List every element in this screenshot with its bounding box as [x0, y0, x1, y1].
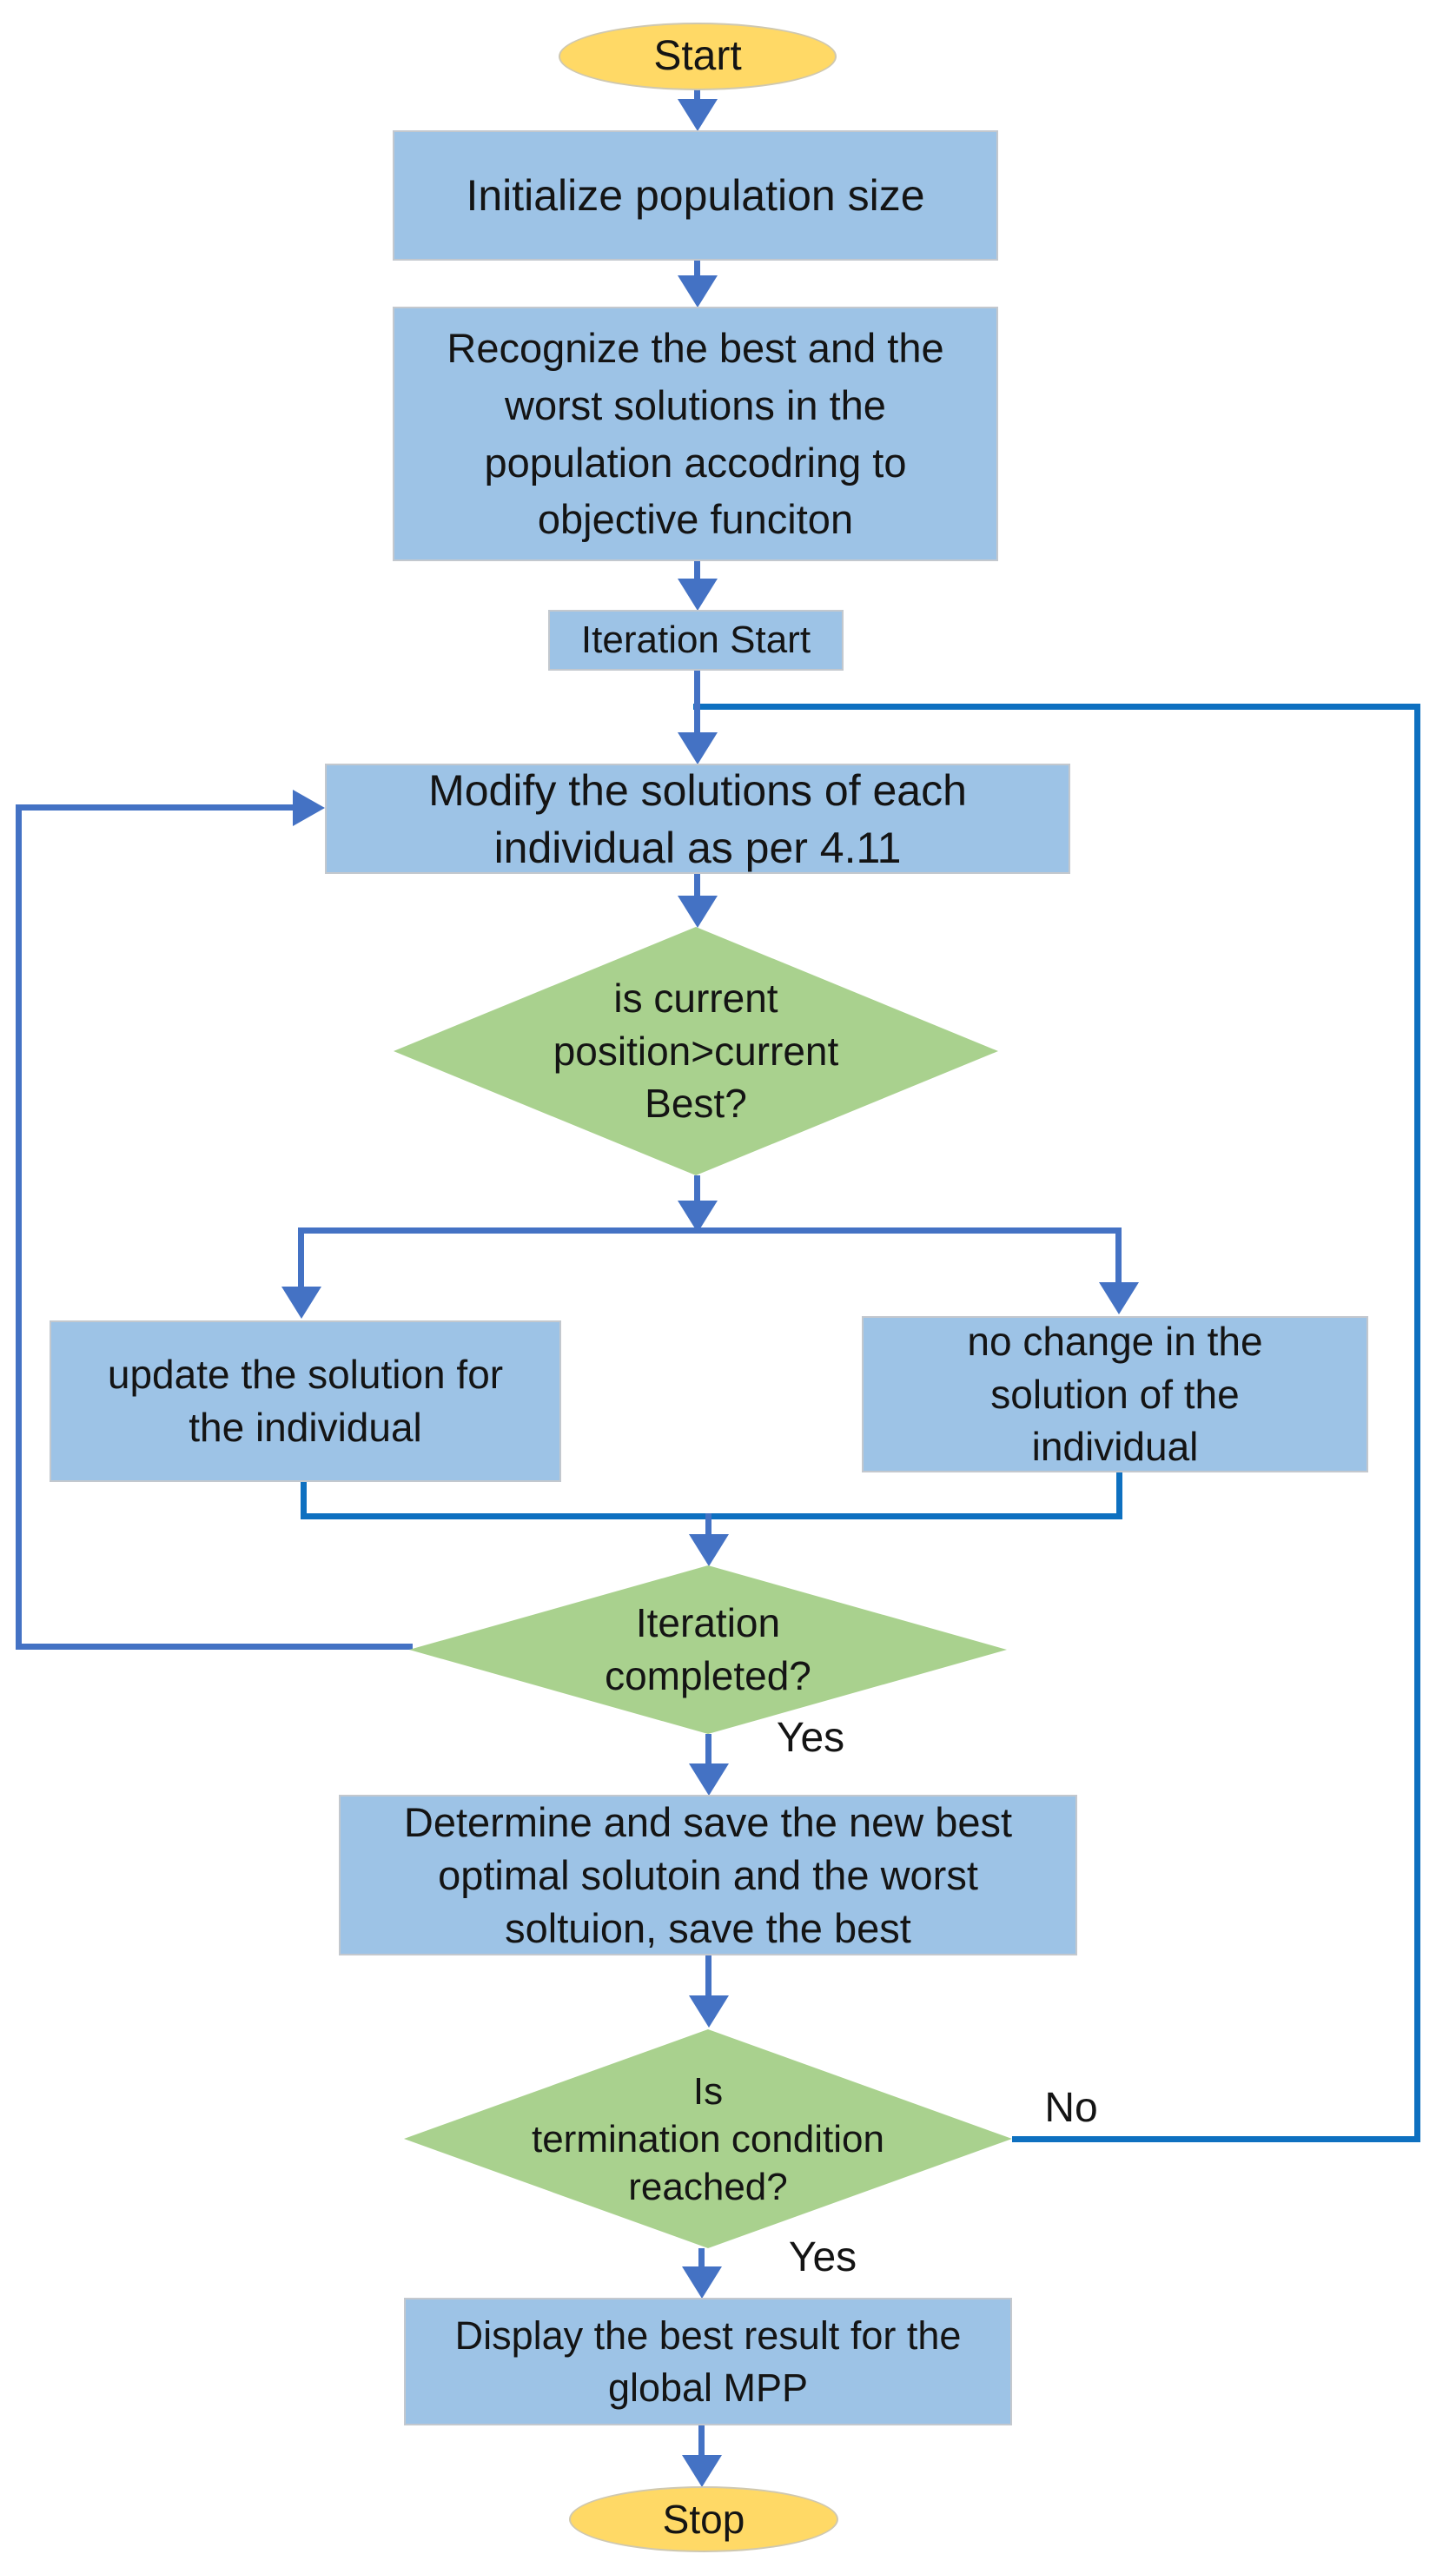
arrowhead-decision1-split-icon [678, 1201, 718, 1233]
decision-termination-reached: Is termination condition reached? [404, 2029, 1012, 2248]
arrowhead-decision2-determine-icon [689, 1763, 729, 1796]
connector-iterstart-modify [694, 671, 700, 737]
start-terminator: Start [559, 23, 837, 90]
connector-display-stop [698, 2425, 705, 2457]
loop-no-right-line [1414, 704, 1420, 2142]
merge-nochange-stub [1116, 1472, 1122, 1519]
iteration-yes-label: Yes [776, 1715, 845, 1761]
display-result-step: Display the best result for the global M… [404, 2298, 1012, 2425]
recognize-solutions-step: Recognize the best and the worst solutio… [393, 307, 998, 561]
connector-split-nochange [1115, 1227, 1122, 1283]
arrowhead-start-init-icon [678, 99, 718, 131]
merge-update-stub [301, 1482, 307, 1519]
arrowhead-iterstart-modify-icon [678, 732, 718, 764]
connector-decision1-split [694, 1175, 700, 1207]
termination-yes-label: Yes [788, 2234, 857, 2280]
connector-merge-decision2 [705, 1513, 711, 1538]
update-solution-step: update the solution for the individual [50, 1320, 561, 1482]
loop-left-top-line [16, 804, 295, 811]
arrowhead-decision3-display-icon [682, 2266, 722, 2299]
connector-decision3-display [698, 2248, 705, 2269]
iteration-start-step: Iteration Start [548, 610, 844, 671]
modify-solutions-step: Modify the solutions of each individual … [325, 764, 1070, 874]
loop-left-arrowhead-icon [293, 790, 325, 826]
termination-no-label: No [1044, 2085, 1098, 2131]
arrowhead-split-update-icon [281, 1287, 321, 1319]
connector-modify-decision1 [694, 874, 700, 898]
connector-recognize-iterstart [694, 561, 700, 582]
no-change-step: no change in the solution of the individ… [862, 1316, 1368, 1472]
determine-save-step: Determine and save the new best optimal … [339, 1795, 1077, 1955]
merge-horizontal-line [301, 1513, 1122, 1519]
connector-decision2-determine [705, 1734, 711, 1765]
arrowhead-merge-decision2-icon [689, 1534, 729, 1566]
connector-split-update [298, 1227, 304, 1288]
arrowhead-determine-decision3-icon [689, 1995, 729, 2028]
split-horizontal-line [298, 1227, 1122, 1234]
initialize-population-step: Initialize population size [393, 130, 998, 261]
stop-terminator: Stop [569, 2486, 838, 2552]
connector-determine-decision3 [705, 1955, 711, 1999]
arrowhead-init-recognize-icon [678, 275, 718, 308]
arrowhead-recognize-iterstart-icon [678, 579, 718, 611]
arrowhead-display-stop-icon [682, 2455, 722, 2487]
arrowhead-modify-decision1-icon [678, 896, 718, 928]
arrowhead-split-nochange-icon [1099, 1282, 1139, 1314]
loop-left-bottom-line [16, 1644, 413, 1650]
connector-init-recognize [694, 261, 700, 280]
decision-current-best: is current position>current Best? [394, 927, 998, 1175]
connector-start-init [694, 87, 700, 103]
loop-no-bottom-line [1012, 2136, 1418, 2142]
decision-iteration-completed: Iteration completed? [409, 1565, 1007, 1734]
loop-no-top-line [693, 704, 1420, 710]
loop-left-vertical-line [16, 804, 22, 1650]
